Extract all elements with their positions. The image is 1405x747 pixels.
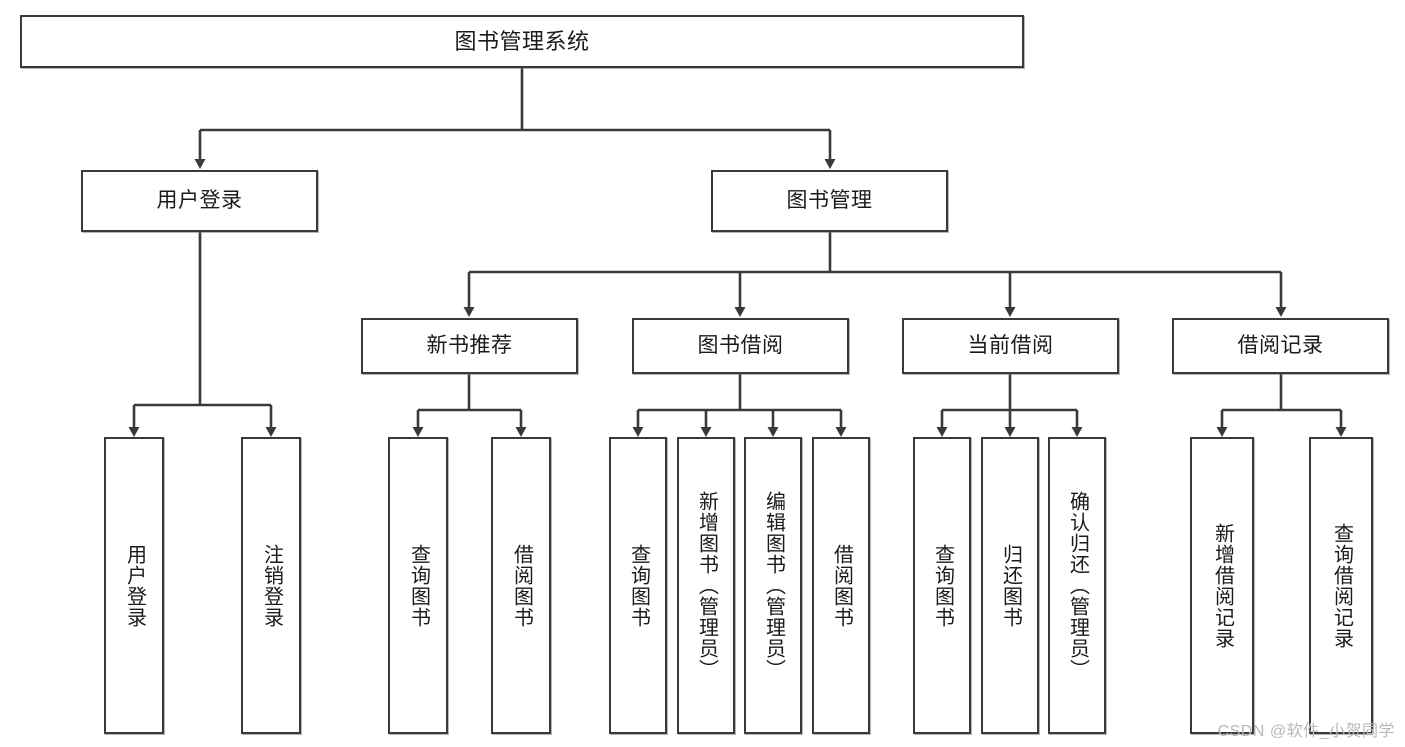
node-current-borrow[interactable]: 当前借阅	[902, 318, 1119, 374]
node-label: 当前借阅	[967, 333, 1054, 357]
leaf-book-borrow-query[interactable]: 查询图书	[609, 437, 667, 734]
node-label: 图书借阅	[697, 333, 784, 357]
leaf-book-borrow-borrow[interactable]: 借阅图书	[812, 437, 870, 734]
leaf-current-borrow-query[interactable]: 查询图书	[913, 437, 971, 734]
leaf-current-borrow-confirm[interactable]: 确认归还（管理员）	[1048, 437, 1106, 734]
node-label: 借阅图书	[830, 543, 853, 628]
node-label: 注销登录	[260, 543, 283, 628]
leaf-new-book-query[interactable]: 查询图书	[388, 437, 448, 734]
leaf-current-borrow-return[interactable]: 归还图书	[981, 437, 1039, 734]
node-label: 用户登录	[123, 543, 146, 628]
leaf-user-login-login[interactable]: 用户登录	[104, 437, 164, 734]
leaf-new-book-borrow[interactable]: 借阅图书	[491, 437, 551, 734]
node-borrow-record[interactable]: 借阅记录	[1172, 318, 1389, 374]
watermark-csdn: CSDN @软件_小贺同学	[1217, 723, 1395, 740]
node-label: 图书管理	[786, 188, 873, 212]
node-label: 查询图书	[931, 543, 954, 628]
node-label: 借阅图书	[510, 543, 533, 628]
leaf-user-login-logout[interactable]: 注销登录	[241, 437, 301, 734]
node-label: 查询图书	[407, 543, 430, 628]
node-label: 新增图书（管理员）	[695, 491, 718, 680]
leaf-borrow-record-query[interactable]: 查询借阅记录	[1309, 437, 1373, 734]
node-label: 新增借阅记录	[1211, 522, 1234, 649]
node-root-system[interactable]: 图书管理系统	[20, 15, 1024, 68]
node-new-book-recommend[interactable]: 新书推荐	[361, 318, 578, 374]
node-book-management[interactable]: 图书管理	[711, 170, 948, 232]
node-label: 用户登录	[156, 188, 243, 212]
node-label: 编辑图书（管理员）	[762, 491, 785, 680]
node-label: 查询图书	[627, 543, 650, 628]
node-label: 图书管理系统	[454, 28, 590, 54]
node-book-borrow[interactable]: 图书借阅	[632, 318, 849, 374]
node-user-login[interactable]: 用户登录	[81, 170, 318, 232]
leaf-borrow-record-add[interactable]: 新增借阅记录	[1190, 437, 1254, 734]
node-label: 新书推荐	[426, 333, 513, 357]
node-label: 归还图书	[999, 543, 1022, 628]
node-label: 借阅记录	[1237, 333, 1324, 357]
leaf-book-borrow-edit[interactable]: 编辑图书（管理员）	[744, 437, 802, 734]
node-label: 确认归还（管理员）	[1066, 491, 1089, 680]
leaf-book-borrow-add[interactable]: 新增图书（管理员）	[677, 437, 735, 734]
node-label: 查询借阅记录	[1330, 522, 1353, 649]
